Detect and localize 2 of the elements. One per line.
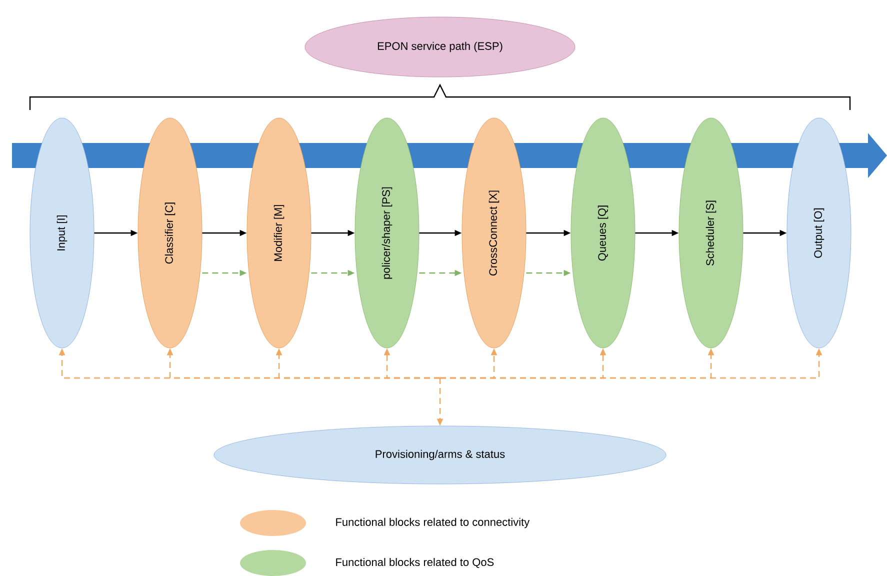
legend-text: Functional blocks related to connectivity xyxy=(336,518,530,528)
legend-text: Functional blocks related to QoS xyxy=(336,558,494,568)
